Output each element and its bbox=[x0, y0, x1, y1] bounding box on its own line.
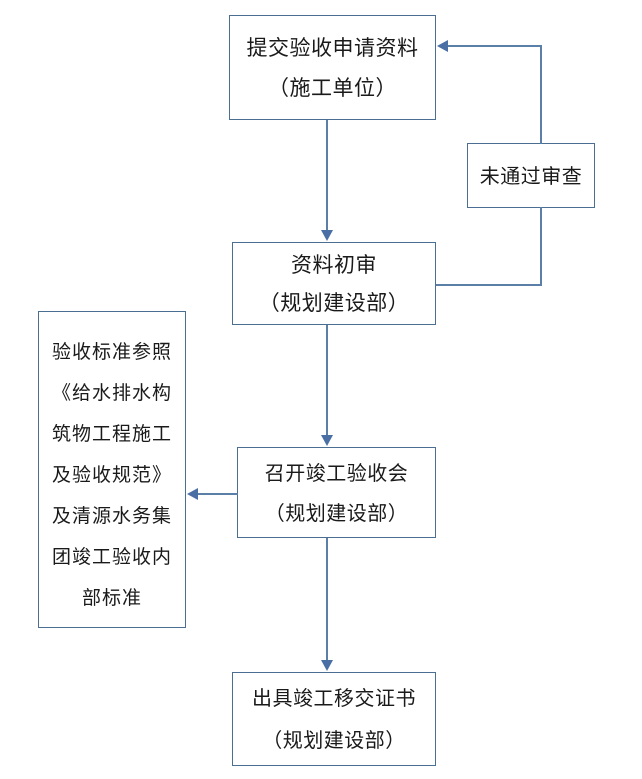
node-review-line-2: （规划建设部） bbox=[258, 290, 410, 315]
node-failed-review[interactable]: 未通过审查 bbox=[467, 143, 595, 208]
node-meeting-line-1: 召开竣工验收会 bbox=[264, 460, 409, 485]
node-standard-line-7: 部标准 bbox=[81, 587, 142, 609]
edge-rejected-to-submit-horizontal bbox=[448, 45, 541, 47]
node-submit-application[interactable]: 提交验收申请资料 （施工单位） bbox=[229, 15, 436, 120]
node-cert-line-1: 出具竣工移交证书 bbox=[252, 686, 416, 710]
node-standard-line-5: 及清源水务集 bbox=[51, 505, 172, 527]
node-failed-review-line-1: 未通过审查 bbox=[479, 163, 583, 188]
node-acceptance-meeting[interactable]: 召开竣工验收会 （规划建设部） bbox=[237, 447, 436, 538]
arrowhead-review-to-meeting bbox=[321, 435, 333, 446]
edge-meeting-to-standard bbox=[198, 493, 238, 495]
edge-review-to-rejected-vertical bbox=[540, 207, 542, 285]
node-standard-line-1: 验收标准参照 bbox=[51, 341, 172, 363]
edge-submit-to-review bbox=[326, 120, 328, 232]
arrowhead-meeting-to-standard bbox=[187, 488, 198, 500]
node-submit-line-2: （施工单位） bbox=[268, 75, 397, 100]
edge-rejected-to-submit-vertical bbox=[540, 45, 542, 144]
node-submit-line-1: 提交验收申请资料 bbox=[246, 35, 419, 60]
node-cert-line-2: （规划建设部） bbox=[262, 728, 406, 752]
node-initial-document-review[interactable]: 资料初审 （规划建设部） bbox=[232, 242, 436, 325]
arrowhead-rejected-to-submit bbox=[437, 40, 448, 52]
node-acceptance-standard-note[interactable]: 验收标准参照 《给水排水构 筑物工程施工 及验收规范》 及清源水务集 团竣工验收… bbox=[38, 311, 186, 628]
node-standard-line-2: 《给水排水构 bbox=[51, 382, 172, 404]
node-standard-line-6: 团竣工验收内 bbox=[51, 546, 172, 568]
edge-review-to-rejected-horizontal bbox=[436, 284, 542, 286]
node-standard-line-3: 筑物工程施工 bbox=[51, 423, 172, 445]
edge-review-to-meeting bbox=[326, 325, 328, 437]
arrowhead-meeting-to-certificate bbox=[321, 660, 333, 671]
node-review-line-1: 资料初审 bbox=[291, 252, 377, 277]
arrowhead-submit-to-review bbox=[321, 230, 333, 241]
edge-meeting-to-certificate bbox=[326, 538, 328, 662]
node-meeting-line-2: （规划建设部） bbox=[264, 500, 409, 525]
node-issue-handover-certificate[interactable]: 出具竣工移交证书 （规划建设部） bbox=[232, 672, 436, 766]
node-standard-line-4: 及验收规范》 bbox=[51, 464, 172, 486]
